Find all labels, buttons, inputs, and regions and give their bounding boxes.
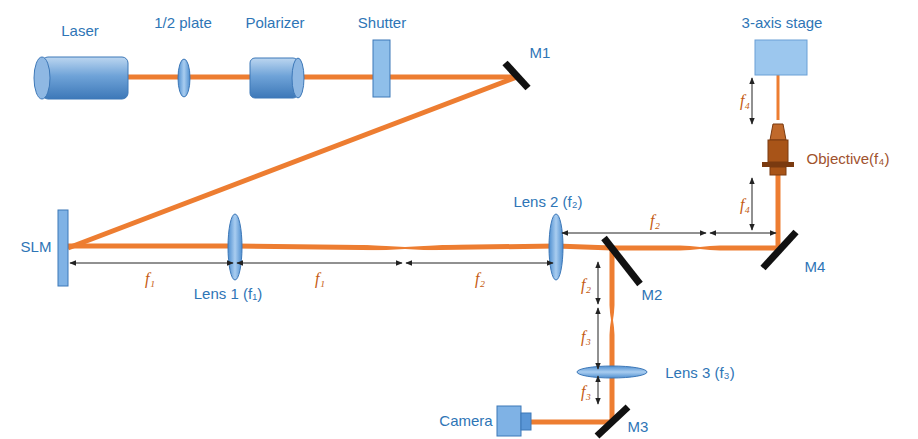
focal-length: f₂: [475, 270, 485, 287]
focal-length: f₄: [740, 92, 750, 109]
part-name: 3-axis stage: [742, 14, 823, 31]
mirror-name: M4: [805, 258, 826, 275]
mirror-name: M1: [530, 44, 551, 61]
focal-length: f₂: [581, 276, 591, 293]
lens-name: Lens 1 (f₁): [194, 285, 262, 302]
focal-length: f₁: [315, 270, 325, 287]
focal-length: f₃: [581, 383, 591, 400]
part-name: SLM: [21, 238, 52, 255]
mirror-name: M3: [628, 418, 649, 435]
focal-length: f₂: [650, 212, 660, 229]
focal-length: f₃: [581, 328, 591, 345]
lens-name: Lens 2 (f₂): [513, 193, 582, 210]
part-name: Objective(f₄): [807, 150, 890, 167]
part-name: Shutter: [358, 14, 406, 31]
part-name: Camera: [439, 412, 492, 429]
part-name: Polarizer: [245, 14, 304, 31]
focal-length: f₄: [740, 196, 750, 213]
mirror-name: M2: [642, 286, 663, 303]
lens-name: Lens 3 (f₃): [665, 364, 734, 381]
part-name: 1/2 plate: [154, 14, 212, 31]
part-name: Laser: [61, 22, 99, 39]
focal-length: f₁: [145, 270, 155, 287]
